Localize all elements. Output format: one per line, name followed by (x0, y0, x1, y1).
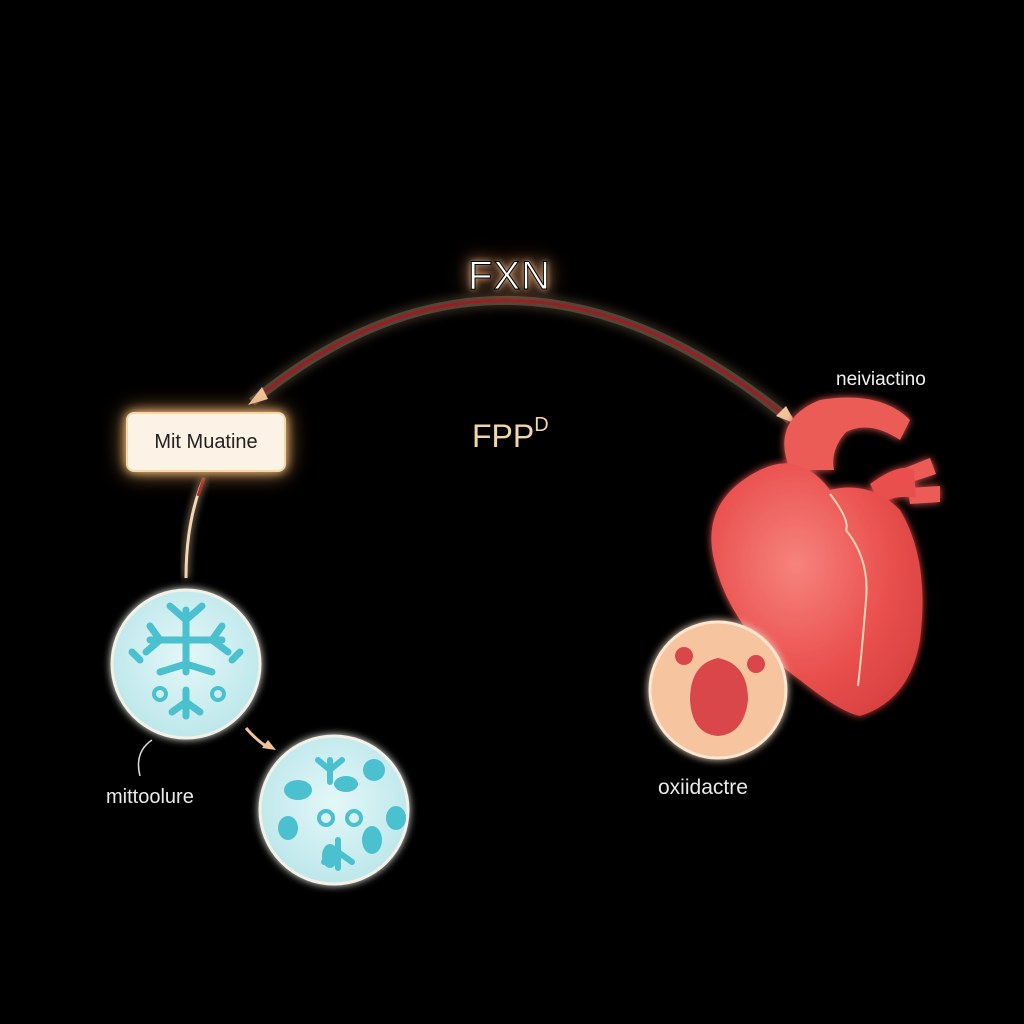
connector-box-to-cell (184, 477, 206, 579)
main-arc (248, 295, 796, 424)
mitochondria-label: mittoolure (106, 786, 194, 808)
heart-label: neiviactino (836, 369, 926, 390)
damaged-mitochondria-icon (258, 734, 410, 886)
fxn-label: FXN (468, 254, 551, 299)
oxidative-label: oxiidactre (658, 776, 748, 799)
oxidative-stress-cell-icon (648, 620, 788, 760)
label-pointer (137, 739, 153, 777)
arrowhead-left (248, 387, 268, 405)
mutation-box: Mit Muatine (126, 412, 286, 472)
mitochondria-cell-icon (110, 588, 262, 740)
connector-cell-to-cell (244, 727, 276, 750)
center-label-superscript: D (534, 414, 549, 437)
center-label-main: FPP (472, 418, 535, 454)
heart-icon (711, 397, 940, 716)
center-label: FPPD (472, 414, 549, 455)
arrowhead-right (776, 406, 796, 424)
